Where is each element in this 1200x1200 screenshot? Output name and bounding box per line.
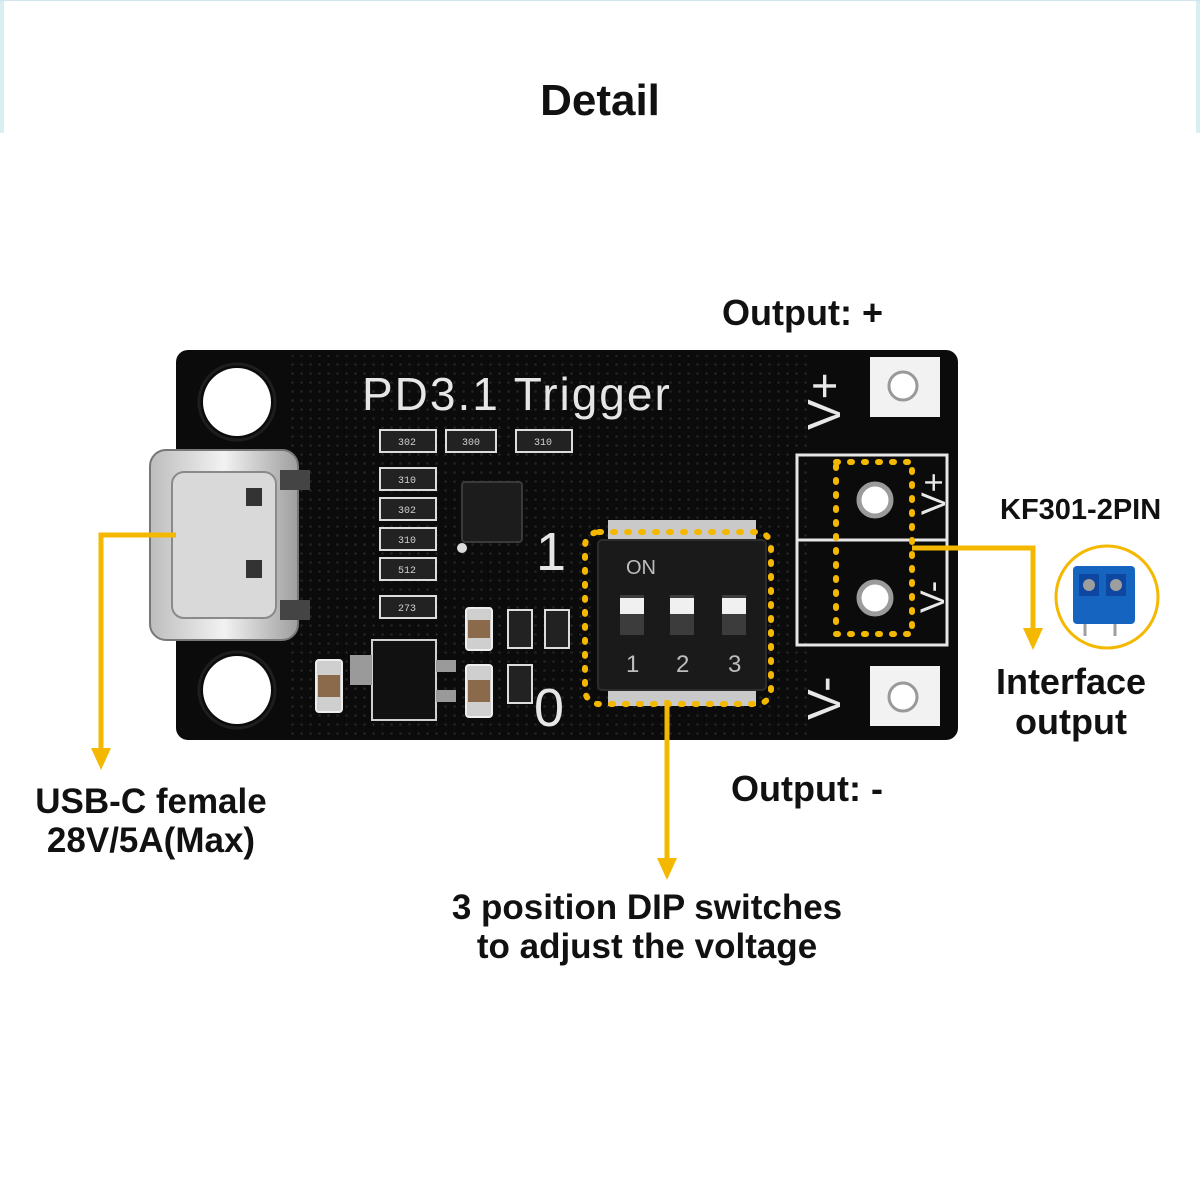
callout-lines xyxy=(98,532,1036,860)
terminal-minus-label: V- xyxy=(914,581,952,613)
dip-number-1: 1 xyxy=(626,651,639,678)
arrow-down-icon xyxy=(91,748,111,770)
resistor-code: 302 xyxy=(398,506,416,517)
arrow-down-icon xyxy=(1023,628,1043,650)
dip-highlight-box xyxy=(582,529,774,707)
usb-c-label: USB-C female 28V/5A(Max) xyxy=(35,782,267,861)
regulator xyxy=(371,639,437,721)
resistor-code: 300 xyxy=(462,438,480,449)
page-title: Detail xyxy=(540,76,660,125)
silkscreen-one: 1 xyxy=(536,522,566,582)
usb-c-connector xyxy=(149,449,310,641)
kf301-terminal-icon xyxy=(1054,544,1160,650)
resistor-code: 302 xyxy=(398,438,416,449)
resistor-code: 273 xyxy=(398,604,416,615)
vminus-silkscreen: V- xyxy=(798,677,850,720)
silkscreen-title: PD3.1 Trigger xyxy=(362,368,672,420)
header-band xyxy=(0,0,1200,133)
mounting-hole-icon xyxy=(203,368,271,436)
resistor-code: 512 xyxy=(398,566,416,577)
dip-number-2: 2 xyxy=(676,651,689,678)
mounting-hole-icon xyxy=(203,656,271,724)
ic-chip xyxy=(461,481,523,543)
resistor-code: 310 xyxy=(398,476,416,487)
vplus-silkscreen: V+ xyxy=(798,372,850,430)
terminal-plus-label: V+ xyxy=(915,472,953,515)
dip-switch-label: 3 position DIP switches to adjust the vo… xyxy=(451,888,843,967)
dip-number-3: 3 xyxy=(728,651,741,678)
terminal-highlight-box xyxy=(833,459,915,637)
pcb-board: V+ V- V+ V- xyxy=(149,350,958,740)
dip-on-label: ON xyxy=(626,557,656,579)
output-minus-label: Output: - xyxy=(731,768,883,809)
dip-switch: ON 1 2 3 xyxy=(597,520,767,706)
resistor-array xyxy=(379,429,573,619)
resistor-code: 310 xyxy=(534,438,552,449)
output-plus-label: Output: + xyxy=(722,292,883,333)
interface-output-label: Interface output xyxy=(995,661,1147,743)
arrow-down-icon xyxy=(657,858,677,880)
kf301-label: KF301-2PIN xyxy=(1000,494,1162,526)
resistor-code: 310 xyxy=(398,536,416,547)
silkscreen-zero: 0 xyxy=(534,678,564,738)
